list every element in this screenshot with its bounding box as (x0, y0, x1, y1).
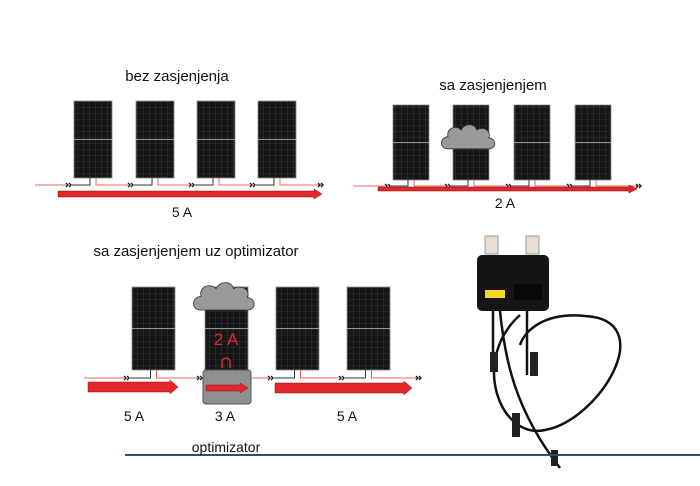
connector-icon (338, 375, 345, 381)
current-arrow (205, 382, 249, 394)
wire-positive (218, 178, 250, 186)
connector-icon (188, 182, 195, 188)
footer-line (125, 454, 700, 456)
mc4-connector (512, 413, 520, 437)
connector-icon (635, 183, 642, 189)
optimizer-label-sticker (485, 290, 505, 298)
current-shaded: 2 A (494, 195, 516, 211)
optimizer-cable (492, 311, 622, 433)
connector-icon (415, 375, 422, 381)
wire-negative (256, 178, 275, 186)
current-no-shade: 5 A (171, 204, 193, 220)
wire-positive (595, 180, 640, 187)
connector-icon (123, 375, 130, 381)
wire-positive (371, 370, 420, 379)
optimizer-input-terminal (525, 235, 540, 255)
current-before: 5 A (123, 408, 145, 424)
wire-negative (72, 178, 91, 186)
title-no-shade: bez zasjenjenja (125, 68, 229, 85)
connector-icon (65, 182, 72, 188)
wire-negative (274, 370, 295, 379)
wire-negative (391, 180, 409, 187)
title-shaded: sa zasjenjenjem (439, 77, 547, 94)
connector-icon (267, 375, 274, 381)
optimizer-input-terminal (484, 235, 499, 255)
wire-negative (573, 180, 591, 187)
wire-positive (534, 180, 567, 187)
wire-negative (345, 370, 366, 379)
wire-positive (157, 178, 189, 186)
wire-positive (300, 370, 339, 379)
wire-positive (413, 180, 445, 187)
wire-negative (451, 180, 469, 187)
connector-icon (249, 182, 256, 188)
current-after: 5 A (336, 408, 358, 424)
current-arrow (377, 184, 638, 194)
mc4-connector (490, 352, 498, 372)
wire-positive (279, 178, 322, 186)
current-shaded-panel: 2 A (213, 330, 239, 349)
connector-icon (127, 182, 134, 188)
current-arrow (274, 380, 413, 396)
connector-icon (196, 375, 203, 381)
wire-negative (134, 178, 153, 186)
wire-positive (95, 178, 128, 186)
current-optimizer: 3 A (214, 408, 236, 424)
current-arrow (57, 188, 323, 200)
wire-negative (195, 178, 214, 186)
wire-negative (512, 180, 530, 187)
wire-positive (156, 370, 197, 379)
optimizer-display (514, 284, 542, 300)
mc4-connector (530, 352, 538, 376)
mc4-connector (551, 450, 558, 466)
title-optimized: sa zasjenjenjem uz optimizator (93, 243, 299, 260)
wire-negative (130, 370, 151, 379)
optimizer-label: optimizator (191, 439, 261, 455)
wire-positive (473, 180, 506, 187)
connector-icon (317, 182, 324, 188)
cloud-icon (441, 124, 496, 150)
cloud-icon (193, 282, 255, 311)
current-arrow (87, 379, 179, 395)
optimizer-device (477, 255, 549, 311)
current-loop (221, 357, 231, 368)
